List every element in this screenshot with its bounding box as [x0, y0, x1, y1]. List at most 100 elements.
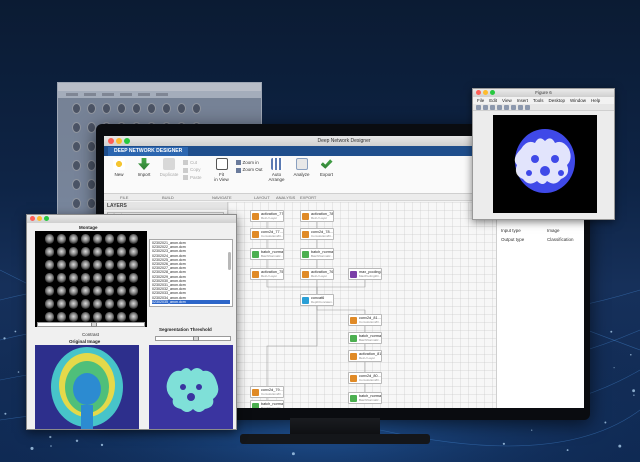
layer-type-icon	[302, 250, 309, 258]
figure-maximize-button[interactable]	[490, 90, 495, 95]
file-list-item[interactable]: 02302026_anon.dcm	[152, 262, 186, 267]
pan-icon[interactable]	[525, 105, 530, 110]
zoom-out-icon[interactable]	[518, 105, 523, 110]
file-list-item[interactable]: 02302024_anon.dcm	[152, 253, 186, 258]
file-list-item[interactable]: 02302033_anon.dcm	[152, 291, 186, 296]
menu-file[interactable]: File	[477, 98, 485, 103]
section-navigate: NAVIGATE	[212, 195, 232, 200]
app-maximize-button[interactable]	[44, 216, 49, 221]
layer-node[interactable]: conv2d_81...Convolution2D...	[348, 314, 382, 326]
contrast-slider[interactable]	[37, 322, 145, 327]
figure-minimize-button[interactable]	[483, 90, 488, 95]
file-list-item[interactable]: 02302035_anon.dcm	[152, 299, 230, 305]
file-list-item[interactable]: 02302032_anon.dcm	[152, 287, 186, 292]
zoom-in-icon[interactable]	[511, 105, 516, 110]
file-list-scrollbar[interactable]	[228, 252, 231, 270]
layer-node[interactable]: batch_normal...BatchNormaliz...	[348, 392, 382, 404]
layer-connection	[316, 306, 366, 314]
new-figure-icon[interactable]	[476, 105, 481, 110]
minimize-window-button[interactable]	[116, 138, 122, 144]
file-list-item[interactable]: 02302030_anon.dcm	[152, 278, 186, 283]
new-button[interactable]: New	[108, 158, 130, 191]
import-button[interactable]: Import	[133, 158, 155, 191]
montage-slice	[80, 234, 90, 244]
file-list-item[interactable]: 02302022_anon.dcm	[152, 245, 186, 250]
menu-help[interactable]: Help	[591, 98, 601, 103]
file-list-item[interactable]: 02302034_anon.dcm	[152, 295, 186, 300]
figure-close-button[interactable]	[476, 90, 481, 95]
layer-node[interactable]: batch_normal...BatchNormaliz...	[300, 248, 334, 260]
save-icon[interactable]	[490, 105, 495, 110]
file-list-item[interactable]: 02302023_anon.dcm	[152, 249, 186, 254]
layer-node[interactable]: conv2d_78...Convolution2D...	[300, 228, 334, 240]
file-list-item[interactable]: 02302025_anon.dcm	[152, 257, 186, 262]
montage-slice	[104, 299, 114, 309]
menu-view[interactable]: View	[502, 98, 512, 103]
layer-node[interactable]: activation_78...ReLU Layer	[300, 210, 334, 222]
cut-button[interactable]: Cut	[183, 160, 202, 165]
copy-button[interactable]: Copy	[183, 167, 202, 172]
pointer-icon[interactable]	[504, 105, 509, 110]
thumbnail-cell	[87, 160, 96, 171]
thumbnail-cell	[117, 103, 126, 114]
layer-node[interactable]: activation_77...ReLU Layer	[250, 210, 284, 222]
menu-edit[interactable]: Edit	[489, 98, 498, 103]
segmentation-result-image	[149, 345, 233, 429]
app-close-button[interactable]	[30, 216, 35, 221]
open-file-icon[interactable]	[483, 105, 488, 110]
print-icon[interactable]	[497, 105, 502, 110]
contrast-slider-thumb[interactable]	[91, 322, 97, 327]
montage-slice	[128, 312, 138, 322]
close-window-button[interactable]	[108, 138, 114, 144]
zoom-in-button[interactable]: Zoom in	[236, 160, 263, 165]
menu-desktop[interactable]: Desktop	[548, 98, 566, 103]
file-list-item[interactable]: 02302027_anon.dcm	[152, 266, 186, 271]
montage-slice	[92, 286, 102, 296]
duplicate-button[interactable]: Duplicate	[158, 158, 180, 191]
layer-node[interactable]: max_pooling2...MaxPooling2D...	[348, 268, 382, 280]
app-minimize-button[interactable]	[37, 216, 42, 221]
layer-node-type: Convolution2D...	[261, 392, 283, 396]
file-list-item[interactable]: 02302029_anon.dcm	[152, 274, 186, 279]
layer-node[interactable]: conv2d_77...Convolution2D...	[250, 228, 284, 240]
file-list-item[interactable]: 02302028_anon.dcm	[152, 270, 186, 275]
segmentation-slider-thumb[interactable]	[193, 336, 199, 341]
layer-node[interactable]: batch_normal...BatchNormaliz...	[250, 400, 284, 408]
layer-node[interactable]: activation_81...ReLU Layer	[348, 350, 382, 362]
layer-node[interactable]: batch_normal...BatchNormaliz...	[348, 332, 382, 344]
auto-arrange-button[interactable]: Auto Arrange	[266, 158, 288, 191]
montage-slice	[104, 273, 114, 283]
layer-node[interactable]: activation_75...ReLU Layer	[250, 268, 284, 280]
menu-window[interactable]: Window	[570, 98, 587, 103]
fit-in-view-button[interactable]: Fit in View	[211, 158, 233, 191]
original-image-view	[35, 345, 139, 429]
segmentation-threshold-slider[interactable]	[155, 336, 231, 341]
layer-node[interactable]: batch_normal...BatchNormaliz...	[250, 248, 284, 260]
paste-button[interactable]: Paste	[183, 175, 202, 180]
layer-node[interactable]: conv2d_79...Convolution2D...	[250, 386, 284, 398]
zoom-out-button[interactable]: Zoom Out	[236, 167, 263, 172]
layer-type-icon	[350, 394, 357, 402]
layer-node-type: Convolution2D...	[311, 234, 333, 238]
dnd-tab-bar: DEEP NETWORK DESIGNER	[104, 146, 584, 156]
network-canvas[interactable]: activation_77...ReLU Layer activation_78.…	[228, 202, 496, 408]
layer-node-type: BatchNormaliz...	[359, 338, 381, 342]
maximize-window-button[interactable]	[124, 138, 130, 144]
menu-tools[interactable]: Tools	[532, 98, 544, 103]
layer-node-type: ReLU Layer	[261, 274, 278, 278]
layer-type-icon	[350, 270, 357, 278]
contrast-label: Contrast	[82, 332, 100, 337]
tab-deep-network-designer[interactable]: DEEP NETWORK DESIGNER	[108, 147, 189, 156]
layer-node[interactable]: activation_76...ReLU Layer	[300, 268, 334, 280]
export-button[interactable]: Export	[316, 158, 338, 191]
thumbnail-cell	[192, 103, 201, 114]
layer-node[interactable]: conv2d_80...Convolution2D...	[348, 372, 382, 384]
analyze-button[interactable]: Analyze	[291, 158, 313, 191]
network-dot	[604, 421, 607, 424]
menu-insert[interactable]: Insert	[516, 98, 528, 103]
file-list-item[interactable]: 02302021_anon.dcm	[152, 241, 186, 245]
file-list-item[interactable]: 02302031_anon.dcm	[152, 283, 186, 288]
section-export: EXPORT	[300, 195, 317, 200]
